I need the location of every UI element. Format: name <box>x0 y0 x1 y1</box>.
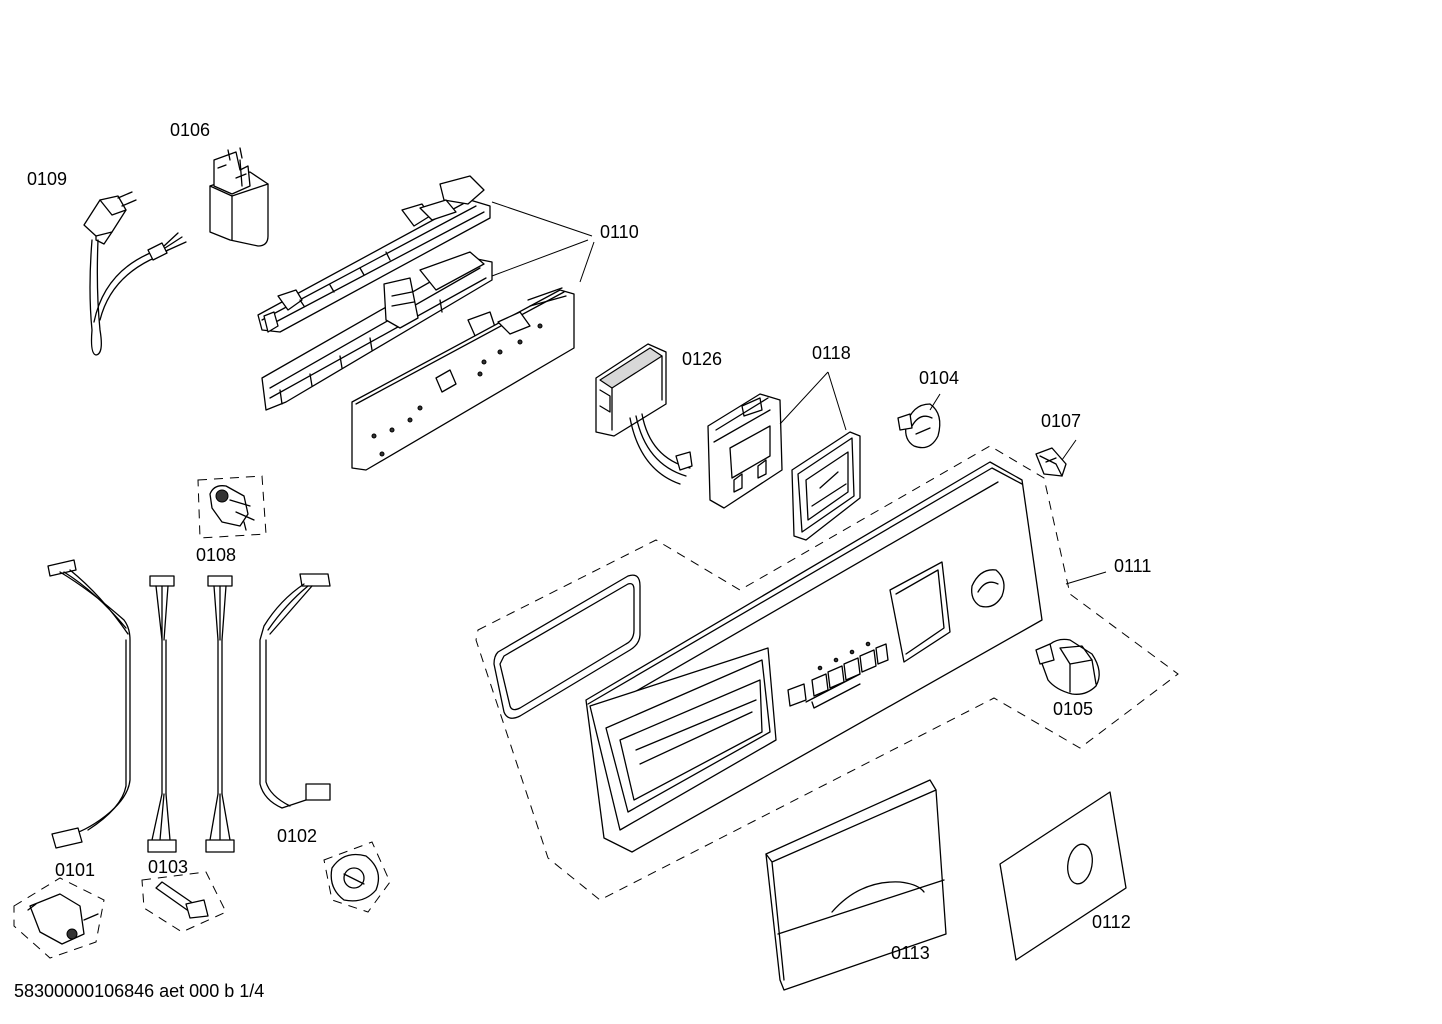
program-knob-part <box>1035 638 1100 695</box>
label-0104: 0104 <box>919 368 960 388</box>
display-module-part <box>595 343 693 485</box>
wire-harness-0101 <box>47 559 131 849</box>
label-0112: 0112 <box>1092 912 1131 932</box>
wire-harness-0102 <box>259 573 331 809</box>
control-panel-part <box>585 461 1043 853</box>
control-panel-assembly-outline <box>475 445 1179 901</box>
label-0101: 0101 <box>55 860 96 880</box>
label-0118: 0118 <box>812 343 851 363</box>
door-lock-part <box>323 841 391 913</box>
detergent-drawer-handle-part <box>765 779 947 991</box>
power-cord-part <box>83 191 187 356</box>
display-frame-part <box>707 371 861 541</box>
label-0110: 0110 <box>600 222 639 242</box>
label-0106: 0106 <box>170 120 211 140</box>
pressure-sensor-part <box>197 475 267 539</box>
label-0103: 0103 <box>148 857 189 877</box>
label-0126: 0126 <box>682 349 723 369</box>
seal-gasket-part <box>493 574 641 719</box>
label-0102: 0102 <box>277 826 318 846</box>
document-reference-footer: 58300000106846 aet 000 b 1/4 <box>14 981 265 1001</box>
interference-filter-part <box>209 147 269 247</box>
heater-sensor-part <box>141 871 227 933</box>
label-0108: 0108 <box>196 545 237 565</box>
label-0113: 0113 <box>891 943 930 963</box>
drain-pump-part <box>13 877 105 959</box>
label-0107: 0107 <box>1041 411 1082 431</box>
wire-harness-0103 <box>147 575 235 853</box>
label-sticker-part <box>999 791 1127 961</box>
knob-part <box>897 393 941 449</box>
control-module-rail-part <box>257 175 595 471</box>
label-0105: 0105 <box>1053 699 1094 719</box>
label-0109: 0109 <box>27 169 68 189</box>
label-0111: 0111 <box>1114 556 1152 576</box>
clip-part <box>1035 439 1077 477</box>
